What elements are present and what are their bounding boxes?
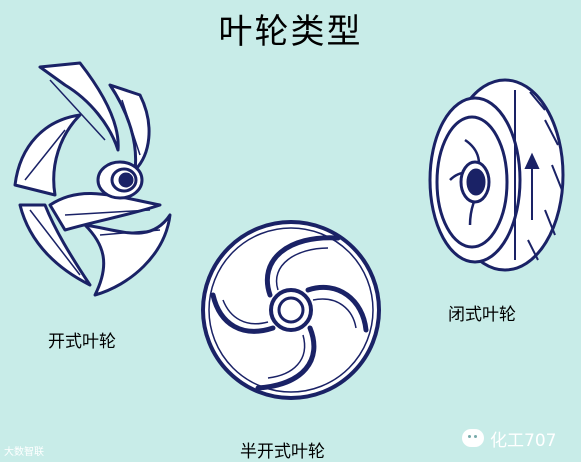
wechat-icon	[462, 429, 484, 447]
closed-impeller-label: 闭式叶轮	[448, 305, 516, 325]
closed-impeller-arrow	[524, 152, 540, 220]
semi-open-impeller-vane-1	[264, 235, 341, 298]
open-impeller-label: 开式叶轮	[48, 332, 116, 352]
watermark-right-text: 化工707	[490, 430, 557, 451]
page-title: 叶轮类型	[218, 12, 363, 52]
semi-open-impeller-vane-4	[210, 292, 276, 334]
open-impeller-blade-3	[13, 113, 82, 197]
open-impeller-blade-1	[38, 61, 120, 152]
watermark-right: 化工707	[462, 424, 556, 452]
open-impeller-blade-5	[83, 213, 172, 297]
semi-open-impeller-label: 半开式叶轮	[240, 442, 325, 462]
semi-open-impeller-vane-3	[255, 325, 317, 391]
open-impeller-drawing	[13, 61, 172, 297]
watermark-left: 大数智联	[4, 447, 44, 458]
closed-impeller-hub	[459, 160, 491, 204]
open-impeller-hub	[96, 160, 144, 200]
semi-open-impeller-drawing	[201, 220, 381, 400]
semi-open-impeller-vane-2	[305, 284, 369, 333]
closed-impeller-drawing	[428, 78, 565, 272]
open-impeller-blade-4	[48, 192, 162, 232]
